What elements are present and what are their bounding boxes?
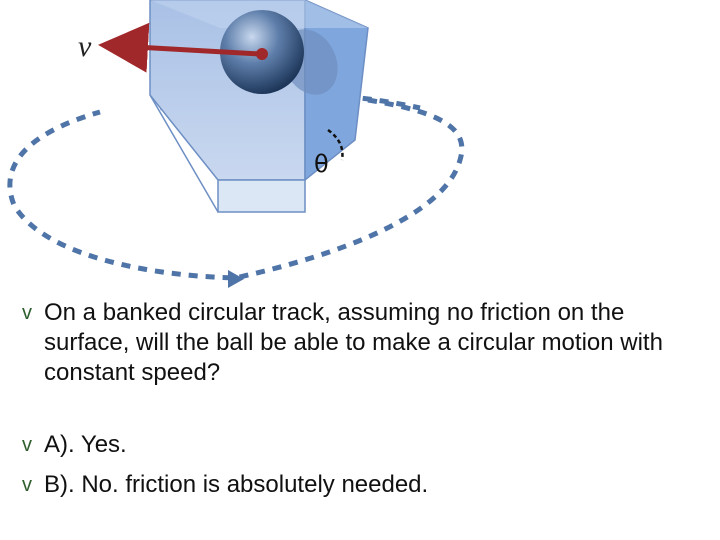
question-bullet-icon: v [22,302,32,324]
block-bottom-face [217,179,306,213]
option-a-bullet-icon: v [22,434,32,456]
angle-label: θ [314,150,329,178]
angle-arc [327,128,344,161]
ball-center-dot [256,48,268,60]
question-text: On a banked circular track, assuming no … [44,299,663,386]
option-b-text: B). No. friction is absolutely needed. [44,471,429,498]
option-b-bullet-icon: v [22,474,32,496]
path-arrow-head [228,270,244,288]
velocity-label: v [78,30,92,63]
circular-path-front [7,97,465,281]
option-a-text: A). Yes. [44,431,127,458]
banked-track-diagram: v θ [7,0,465,288]
banked-block [149,0,369,213]
velocity-arrow [98,22,261,73]
